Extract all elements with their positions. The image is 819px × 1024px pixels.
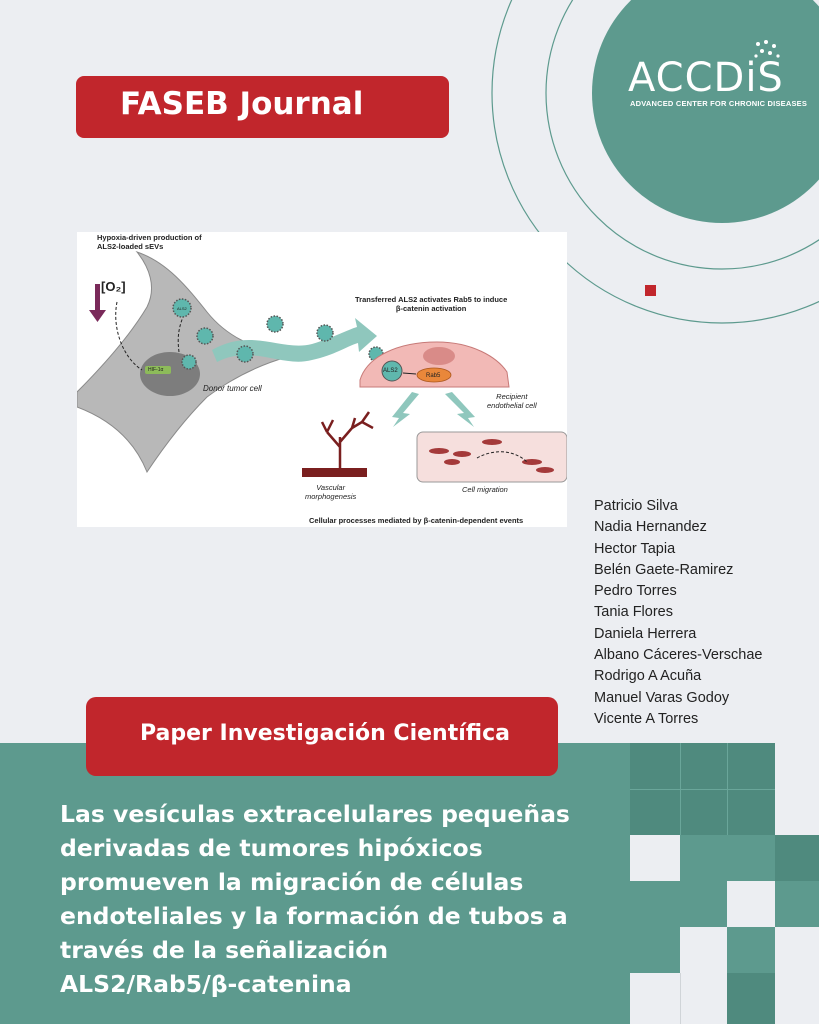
- recipient-cell-label: Recipient endothelial cell: [487, 392, 537, 410]
- vesicle-label: ALS2: [177, 306, 187, 311]
- headline-line: derivadas de tumores hipóxicos: [60, 834, 483, 862]
- paper-type-label: Paper Investigación Científica: [140, 721, 510, 746]
- logo-dots-icon: [754, 40, 780, 58]
- rab5-label: Rab5: [426, 373, 441, 379]
- author-list: Patricio Silva Nadia Hernandez Hector Ta…: [594, 496, 762, 730]
- logo-name: ACCDiS: [628, 55, 784, 101]
- author-name: Albano Cáceres-Verschae: [594, 647, 763, 664]
- author-name: Manuel Varas Godoy: [594, 689, 730, 706]
- author-name: Belén Gaete-Ramirez: [594, 561, 734, 578]
- headline-line: Las vesículas extracelulares pequeñas: [60, 800, 570, 828]
- logo-subtitle: ADVANCED CENTER FOR CHRONIC DISEASES: [630, 99, 808, 108]
- author-name: Rodrigo A Acuña: [594, 668, 702, 685]
- headline-line: endoteliales y la formación de tubos a: [60, 902, 568, 930]
- journal-label: FASEB Journal: [120, 86, 364, 122]
- journal-badge: FASEB Journal: [76, 76, 449, 138]
- figure-top-title: Hypoxia-driven production of ALS2-loaded…: [97, 233, 202, 251]
- author-name: Tania Flores: [594, 604, 673, 621]
- migration-label: Cell migration: [462, 485, 508, 494]
- author-name: Hector Tapia: [594, 540, 676, 557]
- donor-cell-label: Donor tumor cell: [203, 384, 262, 393]
- graphical-abstract-figure: Hypoxia-driven production of ALS2-loaded…: [77, 232, 567, 527]
- transfer-title: Transferred ALS2 activates Rab5 to induc…: [355, 295, 508, 313]
- headline-line: ALS2/Rab5/β-catenina: [60, 970, 352, 998]
- author-name: Daniela Herrera: [594, 625, 697, 642]
- als2-label: ALS2: [383, 368, 398, 374]
- author-name: Nadia Hernandez: [594, 519, 707, 536]
- figure-illustration: [77, 250, 567, 483]
- author-name: Patricio Silva: [594, 498, 678, 514]
- article-headline: Las vesículas extracelulares pequeñas de…: [60, 797, 600, 1001]
- author-name: Vicente A Torres: [594, 710, 699, 727]
- oxygen-label: [O₂]: [101, 279, 126, 294]
- headline-line: través de la señalización: [60, 936, 389, 964]
- figure-caption: Cellular processes mediated by β-catenin…: [309, 516, 524, 525]
- headline-line: promueven la migración de células: [60, 868, 524, 896]
- vascular-label: Vascular morphogenesis: [305, 483, 357, 501]
- hif-label: HIF-1α: [148, 367, 164, 373]
- paper-type-badge: Paper Investigación Científica: [86, 697, 558, 776]
- author-name: Pedro Torres: [594, 583, 677, 600]
